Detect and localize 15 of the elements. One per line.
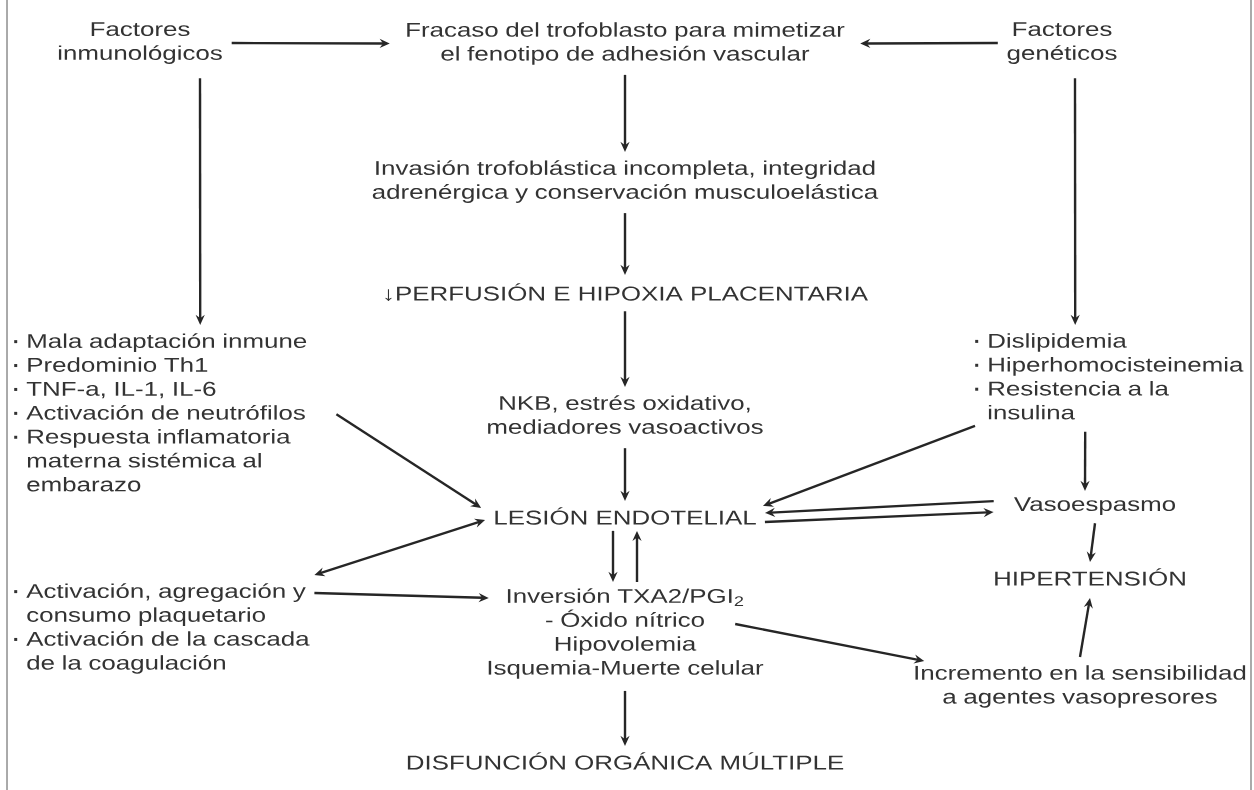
bullet-list: Mala adaptación inmune Predominio Th1 TNF-a, IL-1, IL-6 Activación de neutrófilos Respuesta inflamatoria materna sistémica al embarazo: [14, 333, 307, 492]
flow-text: DISFUNCIÓN ORGÁNICA MÚLTIPLE: [407, 752, 844, 770]
flow-text: Fracaso del trofoblasto para mimetizar el fenotipo de adhesión vascular: [407, 22, 845, 65]
flow-text: Vasoespasmo: [1014, 497, 1175, 516]
flow-text: Factores inmunológicos: [58, 22, 222, 64]
bullet-list: Dislipidemia Hiperhomocisteinemia Resistencia a la insulina: [975, 333, 1244, 420]
flow-text: HIPERTENSIÓN: [995, 568, 1185, 586]
bullet-list: Activación, agregación y consumo plaquetario Activación de la cascada de la coagulación: [14, 583, 310, 674]
flow-text: LESIÓN ENDOTELIAL: [495, 507, 756, 525]
flow-text: Incremento en la sensibilidad a agentes vasopresores: [915, 665, 1246, 708]
flow-text: NKB, estrés oxidativo, mediadores vasoactivos: [488, 395, 763, 434]
flow-text: Invasión trofoblástica incompleta, integridad adrenérgica y conservación musculoelástica: [372, 160, 879, 203]
flow-text: Factores genéticos: [1007, 22, 1117, 64]
text-list: Inversión TXA2/PGI$_{2}$ - Óxido nítrico Hipovolemia Isquemia-Muerte celular: [488, 588, 764, 679]
flow-text: ↓PERFUSIÓN E HIPOXIA PLACENTARIA: [385, 283, 868, 302]
